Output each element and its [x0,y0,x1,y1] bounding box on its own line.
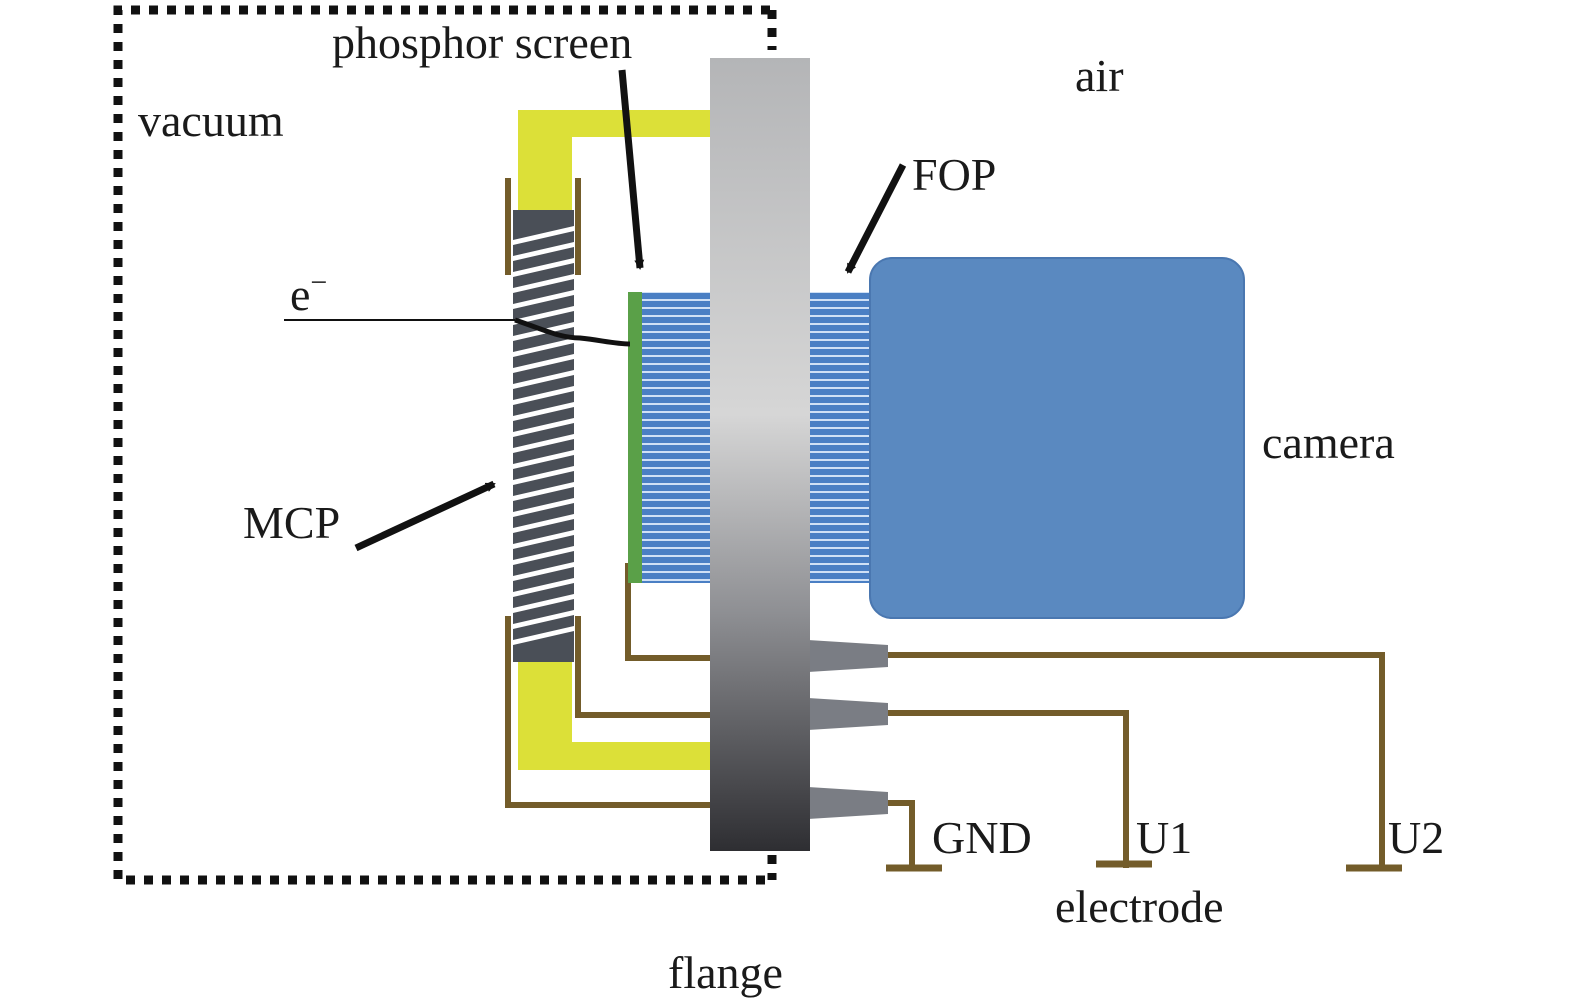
electrode-label: electrode [1055,881,1224,932]
mcp-channel [513,594,574,613]
mcp-channel [513,482,574,501]
mcp-channel [513,226,574,245]
flange [710,58,810,851]
mcp-channel [513,290,574,309]
flange-label: flange [668,947,783,998]
mcp-channel [513,386,574,405]
mcp-channel [513,402,574,421]
mcp-channel [513,514,574,533]
phosphor-screen-label: phosphor screen [332,17,633,68]
mcp-label: MCP [243,497,341,548]
mcp-channel [513,434,574,453]
mcp-channel [513,274,574,293]
mcp-channel [513,546,574,565]
mcp-channel [513,242,574,261]
fop-label: FOP [912,149,997,200]
air-label: air [1075,50,1124,101]
mcp-channel [513,370,574,389]
callout-arrows [354,69,907,552]
mcp-channel [513,354,574,373]
mcp-channel [513,450,574,469]
yellow-holder [518,110,710,770]
electron-symbol: e [290,269,311,320]
mcp-channel [513,306,574,325]
vacuum-boundary [113,5,777,885]
mcp-channel [513,562,574,581]
wires [505,178,1402,872]
mcp-plate [513,210,574,662]
electron-label: e− [290,268,327,320]
camera-label: camera [1262,417,1395,468]
mcp-channel [513,626,574,645]
fop-right [808,292,872,583]
camera-body [869,257,1245,619]
u2-label: U2 [1388,812,1445,863]
mcp-channel [513,338,574,357]
electron-trajectory [284,317,631,347]
vacuum-label: vacuum [138,95,284,146]
mcp-channel [513,498,574,517]
electron-charge: − [310,266,328,299]
mcp-channel [513,418,574,437]
mcp-channel [513,530,574,549]
feedthroughs [808,640,888,819]
phosphor-screen [628,292,642,583]
gnd-label: GND [932,812,1032,863]
mcp-channel [513,466,574,485]
fop-left [642,292,712,583]
mcp-channel [513,610,574,629]
mcp-channel [513,258,574,277]
mcp-channels [513,226,574,645]
mcp-channel [513,578,574,597]
u1-label: U1 [1136,812,1193,863]
